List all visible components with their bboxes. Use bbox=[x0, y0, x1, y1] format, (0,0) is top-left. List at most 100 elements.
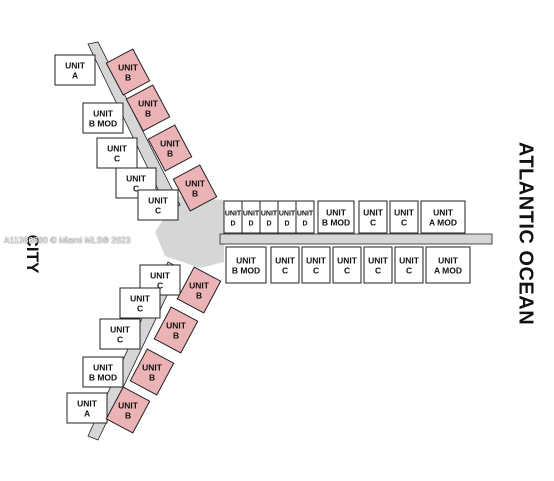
unit-outline bbox=[295, 200, 315, 234]
unit-label: UNIT bbox=[279, 211, 296, 218]
unit-type: C bbox=[401, 218, 407, 228]
unit-type: B bbox=[192, 189, 198, 199]
unit-label: UNIT bbox=[297, 211, 314, 218]
unit-type: C bbox=[375, 266, 381, 276]
unit-outline bbox=[54, 54, 96, 86]
unit-label: UNIT bbox=[130, 294, 151, 304]
unit-outline bbox=[425, 246, 471, 284]
unit-label: UNIT bbox=[189, 281, 210, 291]
unit-outline bbox=[82, 356, 124, 388]
unit-type: B bbox=[149, 373, 155, 383]
unit-outline bbox=[82, 102, 124, 134]
unit-label: UNIT bbox=[399, 256, 420, 266]
unit-outline bbox=[147, 124, 193, 172]
unit-label: UNIT bbox=[433, 208, 454, 218]
unit-type: B bbox=[125, 411, 131, 421]
unit-type: B MOD bbox=[89, 373, 117, 383]
mls-watermark: A11386860 © Miami MLS® 2023 bbox=[4, 235, 131, 245]
unit-label: UNIT bbox=[275, 256, 296, 266]
upper-corridor bbox=[87, 41, 181, 211]
unit-type: B bbox=[196, 291, 202, 301]
unit-outline bbox=[99, 318, 141, 350]
unit-type: C bbox=[114, 154, 120, 164]
unit-type: C bbox=[344, 266, 350, 276]
unit-east-top-5: UNIT D bbox=[295, 200, 315, 234]
unit-type: A bbox=[72, 71, 78, 81]
unit-type: B MOD bbox=[322, 218, 350, 228]
unit-type: A MOD bbox=[429, 218, 457, 228]
unit-label: UNIT bbox=[65, 61, 86, 71]
unit-outline bbox=[332, 246, 362, 284]
unit-outline bbox=[119, 287, 161, 319]
unit-label: UNIT bbox=[243, 211, 260, 218]
unit-type: D bbox=[230, 221, 235, 228]
unit-type: B bbox=[167, 149, 173, 159]
unit-label: UNIT bbox=[110, 325, 131, 335]
unit-outline bbox=[225, 246, 267, 284]
unit-label: UNIT bbox=[93, 363, 114, 373]
unit-type: C bbox=[282, 266, 288, 276]
unit-type: B MOD bbox=[89, 119, 117, 129]
unit-outline bbox=[125, 84, 171, 132]
unit-label: UNIT bbox=[126, 174, 147, 184]
unit-label: UNIT bbox=[225, 211, 242, 218]
unit-label: UNIT bbox=[326, 208, 347, 218]
unit-outline bbox=[389, 200, 419, 234]
unit-label: UNIT bbox=[107, 144, 128, 154]
unit-label: UNIT bbox=[166, 321, 187, 331]
unit-label: UNIT bbox=[118, 401, 139, 411]
unit-label: UNIT bbox=[118, 63, 139, 73]
unit-outline bbox=[301, 246, 331, 284]
unit-label: UNIT bbox=[148, 196, 169, 206]
unit-outline bbox=[105, 386, 151, 434]
unit-label: UNIT bbox=[93, 109, 114, 119]
unit-outline bbox=[270, 246, 300, 284]
unit-type: C bbox=[133, 184, 139, 194]
unit-label: UNIT bbox=[138, 99, 159, 109]
unit-outline bbox=[420, 200, 466, 234]
unit-label: UNIT bbox=[150, 271, 171, 281]
unit-type: D bbox=[284, 221, 289, 228]
unit-type: D bbox=[266, 221, 271, 228]
unit-label: UNIT bbox=[77, 399, 98, 409]
unit-type: B bbox=[125, 73, 131, 83]
unit-type: A bbox=[84, 409, 90, 419]
unit-type: C bbox=[157, 281, 163, 291]
unit-label: UNIT bbox=[306, 256, 327, 266]
unit-outline bbox=[358, 200, 388, 234]
atlantic-ocean-label: ATLANTIC OCEAN bbox=[514, 141, 537, 326]
unit-type: D bbox=[302, 221, 307, 228]
unit-label: UNIT bbox=[142, 363, 163, 373]
unit-east-top-1: UNIT D bbox=[223, 200, 243, 234]
unit-label: UNIT bbox=[160, 139, 181, 149]
unit-outline bbox=[129, 348, 175, 396]
unit-type: A MOD bbox=[434, 266, 462, 276]
unit-type: C bbox=[406, 266, 412, 276]
unit-label: UNIT bbox=[394, 208, 415, 218]
unit-type: B MOD bbox=[232, 266, 260, 276]
unit-label: UNIT bbox=[185, 179, 206, 189]
